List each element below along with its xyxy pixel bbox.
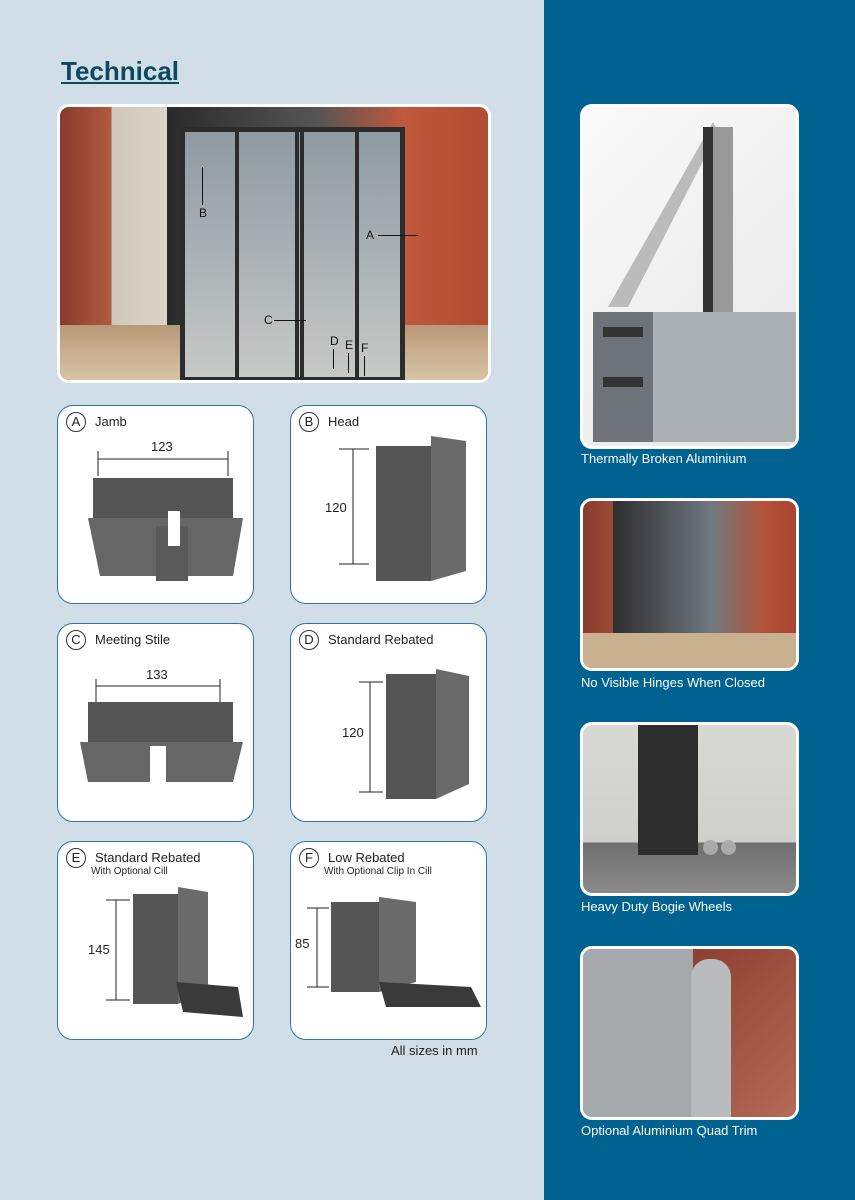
dimension-label: 85 [295,936,310,951]
door-frame [180,127,405,380]
card-letter: E [66,848,86,868]
feature-caption: Thermally Broken Aluminium [581,451,747,466]
card-title: Jamb [95,414,127,429]
card-letter: D [299,630,319,650]
card-standard-rebated-cill: E Standard Rebated With Optional Cill 14… [57,841,254,1040]
pointer-e [348,353,349,373]
wheel [721,840,736,855]
window-section-image [593,122,796,442]
standard-rebated-profile-drawing [359,669,469,799]
jamb-profile-drawing [88,451,243,581]
pointer-f [364,356,365,376]
card-jamb: A Jamb 123 [57,405,254,604]
feature-photo-thermal [580,104,799,449]
head-profile-drawing [339,436,466,581]
hero-label-f: F [361,341,369,355]
hero-label-d: D [330,334,339,348]
feature-caption: Optional Aluminium Quad Trim [581,1123,758,1138]
card-head: B Head 120 [290,405,487,604]
card-letter: A [66,412,86,432]
card-letter: C [66,630,86,650]
feature-photo-hinges [580,498,799,671]
pointer-c [274,320,306,321]
card-letter: B [299,412,319,432]
standard-rebated-cill-profile-drawing [106,887,243,1017]
pointer-a [378,235,418,236]
dimension-label: 145 [88,942,110,957]
hero-label-e: E [345,338,354,352]
dimension-label: 133 [146,667,168,682]
card-standard-rebated: D Standard Rebated 120 [290,623,487,822]
feature-photo-bogie [580,722,799,896]
card-subtitle: With Optional Cill [91,866,168,877]
feature-caption: Heavy Duty Bogie Wheels [581,899,733,914]
sizes-note: All sizes in mm [391,1043,478,1058]
card-title: Standard Rebated [328,632,434,647]
hero-label-b: B [199,206,208,220]
page-title: Technical [61,56,180,86]
hero-label-a: A [366,228,375,242]
card-low-rebated: F Low Rebated With Optional Clip In Cill… [290,841,487,1040]
feature-caption: No Visible Hinges When Closed [581,675,766,690]
dimension-label: 123 [151,439,173,454]
quad-trim [691,959,731,1117]
card-meeting-stile: C Meeting Stile 133 [57,623,254,822]
pointer-d [333,349,334,369]
feature-photo-quad-trim [580,946,799,1120]
card-title: Head [328,414,360,429]
hero-photo: B A C D E F [57,104,491,383]
wheel [703,840,718,855]
card-title: Low Rebated [328,850,405,865]
low-rebated-profile-drawing [307,897,481,1007]
card-title: Meeting Stile [95,632,171,647]
dimension-label: 120 [342,725,364,740]
card-letter: F [299,848,319,868]
meeting-stile-profile-drawing [80,679,243,784]
dimension-label: 120 [325,500,347,515]
door-panel [638,725,698,855]
card-subtitle: With Optional Clip In Cill [324,866,432,877]
hero-label-c: C [264,313,273,327]
pointer-b [202,167,203,205]
frame-profile [583,949,693,1117]
floor [583,633,796,668]
card-title: Standard Rebated [95,850,201,865]
